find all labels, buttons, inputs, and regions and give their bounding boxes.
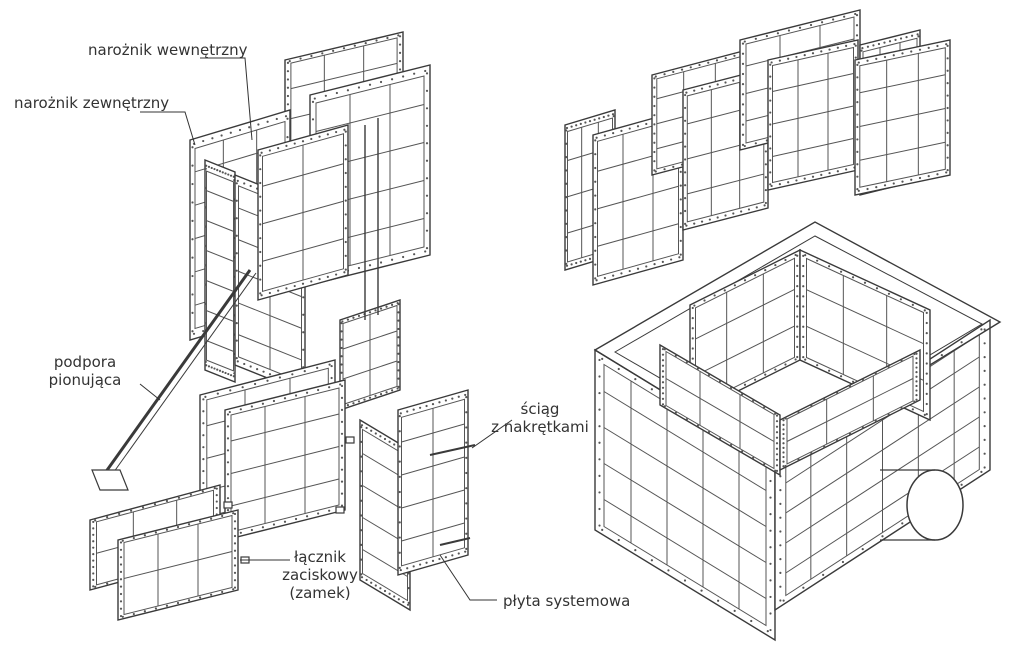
label-clamp: łącznik zaciskowy (zamek) xyxy=(270,548,370,602)
box-inner-front-right xyxy=(779,348,921,472)
panel-clamp xyxy=(345,436,355,444)
row-panel-6 xyxy=(767,39,859,191)
panel-bottom-left-front xyxy=(117,509,239,621)
label-outer-corner: narożnik zewnętrzny xyxy=(14,94,170,112)
leader-system-panel xyxy=(439,554,497,601)
tie-rod xyxy=(429,444,476,456)
box-formwork xyxy=(593,221,1002,642)
assembly-left xyxy=(89,31,476,621)
leader-inner-corner xyxy=(200,57,253,141)
panel-clamp xyxy=(223,501,233,509)
panel-row-top-right xyxy=(564,9,951,286)
box-inner-front-left xyxy=(659,343,781,477)
push-pull-prop xyxy=(98,269,252,481)
panel-clamp xyxy=(335,506,345,514)
panel-inner-corner xyxy=(257,124,349,301)
label-brace-line1: podpora xyxy=(53,353,117,371)
row-panel-8 xyxy=(854,39,951,196)
label-clamp-line2: zaciskowy xyxy=(282,566,358,584)
leader-tie xyxy=(471,419,513,449)
label-system-panel: płyta systemowa xyxy=(503,592,631,610)
leader-brace xyxy=(139,383,161,401)
label-brace: podpora pionująca xyxy=(30,353,140,389)
pipe-opening xyxy=(906,469,964,541)
label-brace-line2: pionująca xyxy=(48,371,122,389)
panel-outer-corner-b xyxy=(204,158,236,384)
label-inner-corner: narożnik wewnętrzny xyxy=(88,41,248,59)
label-clamp-line3: (zamek) xyxy=(289,584,351,602)
panel-pilaster xyxy=(339,299,401,411)
panel-system xyxy=(397,389,469,576)
push-pull-prop-edge xyxy=(105,272,257,484)
tie-rod-lower xyxy=(439,537,471,546)
label-tie-line1: ściąg xyxy=(520,400,560,418)
label-tie-line2: z nakrętkami xyxy=(491,418,589,436)
prop-base-plate xyxy=(91,469,129,491)
label-leaders xyxy=(139,57,513,601)
leader-outer-corner xyxy=(140,111,196,146)
label-clamp-line1: łącznik xyxy=(294,548,346,566)
label-tie: ściąg z nakrętkami xyxy=(480,400,600,436)
panel-middle-front xyxy=(224,379,346,541)
